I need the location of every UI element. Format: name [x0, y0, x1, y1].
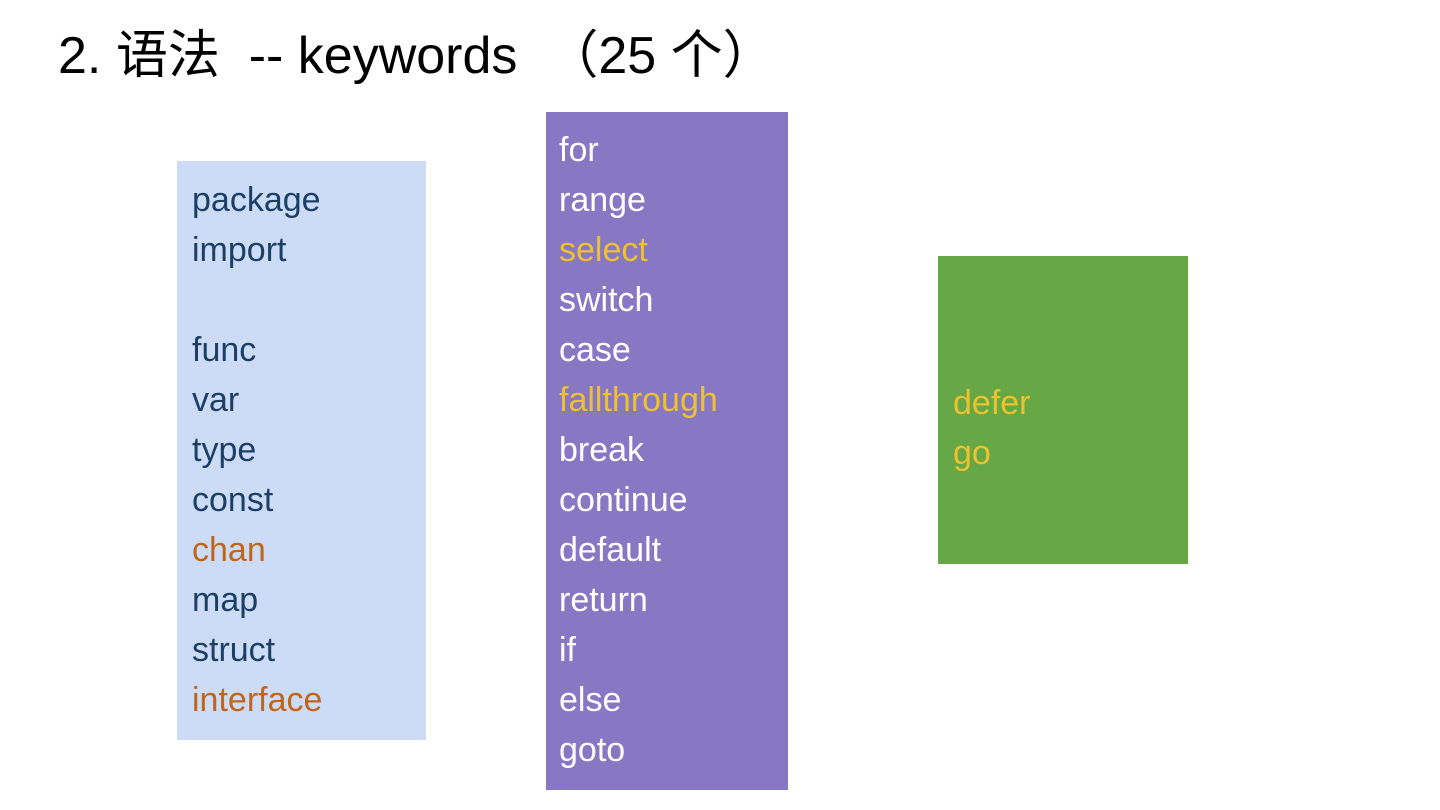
keyword-item-spacer — [192, 275, 426, 325]
keyword-item-highlighted: go — [953, 434, 991, 472]
keyword-item: type — [192, 431, 257, 469]
keyword-item: goto — [559, 731, 626, 769]
keyword-box-control-flow: for range select switch case fallthrough… — [546, 112, 788, 790]
keyword-list-declarations: package import func var type const chan … — [192, 175, 426, 725]
keyword-item: map — [192, 581, 259, 619]
keyword-box-concurrency: defer go — [938, 256, 1188, 564]
keyword-item: struct — [192, 631, 276, 669]
keyword-item-highlighted: defer — [953, 384, 1031, 422]
keyword-item: switch — [559, 281, 654, 319]
keyword-item: continue — [559, 481, 688, 519]
keyword-list-control-flow: for range select switch case fallthrough… — [559, 125, 788, 775]
keyword-item: else — [559, 681, 622, 719]
keyword-item-highlighted: chan — [192, 531, 266, 569]
keyword-item-highlighted: fallthrough — [559, 381, 718, 419]
keyword-list-concurrency: defer go — [953, 378, 1188, 478]
keyword-item: func — [192, 331, 257, 369]
keyword-item-highlighted: interface — [192, 681, 323, 719]
keyword-item: default — [559, 531, 662, 569]
keyword-item: package — [192, 181, 321, 219]
keyword-item: break — [559, 431, 645, 469]
keyword-item: var — [192, 381, 240, 419]
keyword-item: import — [192, 231, 287, 269]
keyword-item-highlighted: select — [559, 231, 648, 269]
keyword-item: if — [559, 631, 576, 669]
keyword-item: for — [559, 131, 599, 169]
keyword-box-declarations: package import func var type const chan … — [177, 161, 426, 740]
keyword-item: case — [559, 331, 631, 369]
keyword-item: const — [192, 481, 274, 519]
page-title: 2. 语法 -- keywords （25 个） — [58, 27, 775, 85]
keyword-item: range — [559, 181, 646, 219]
keyword-item: return — [559, 581, 648, 619]
